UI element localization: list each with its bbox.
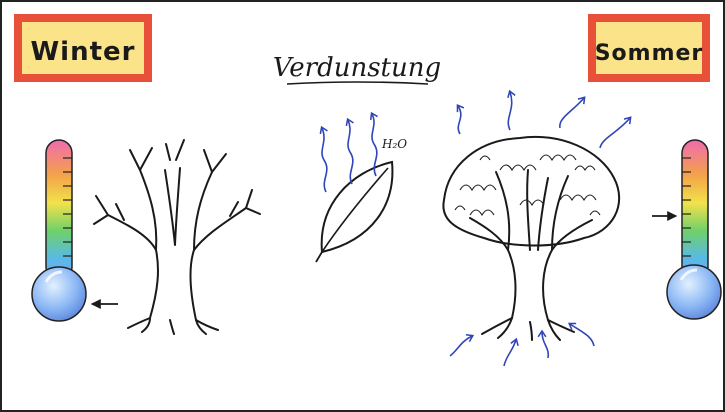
winter-badge: Winter bbox=[14, 14, 152, 82]
winter-label: Winter bbox=[31, 37, 136, 67]
leaf-icon bbox=[316, 162, 392, 262]
title-text: Verdunstung bbox=[273, 53, 441, 83]
thermometer-warm-icon bbox=[667, 140, 721, 319]
summer-label: Sommer bbox=[595, 41, 704, 66]
bare-tree-icon bbox=[94, 140, 260, 334]
thermometer-cold-icon bbox=[32, 140, 86, 321]
vapor-label: H₂O bbox=[381, 137, 407, 151]
leafy-tree-icon bbox=[443, 137, 619, 340]
page-title: Verdunstung bbox=[273, 53, 441, 84]
summer-badge: Sommer bbox=[588, 14, 710, 82]
